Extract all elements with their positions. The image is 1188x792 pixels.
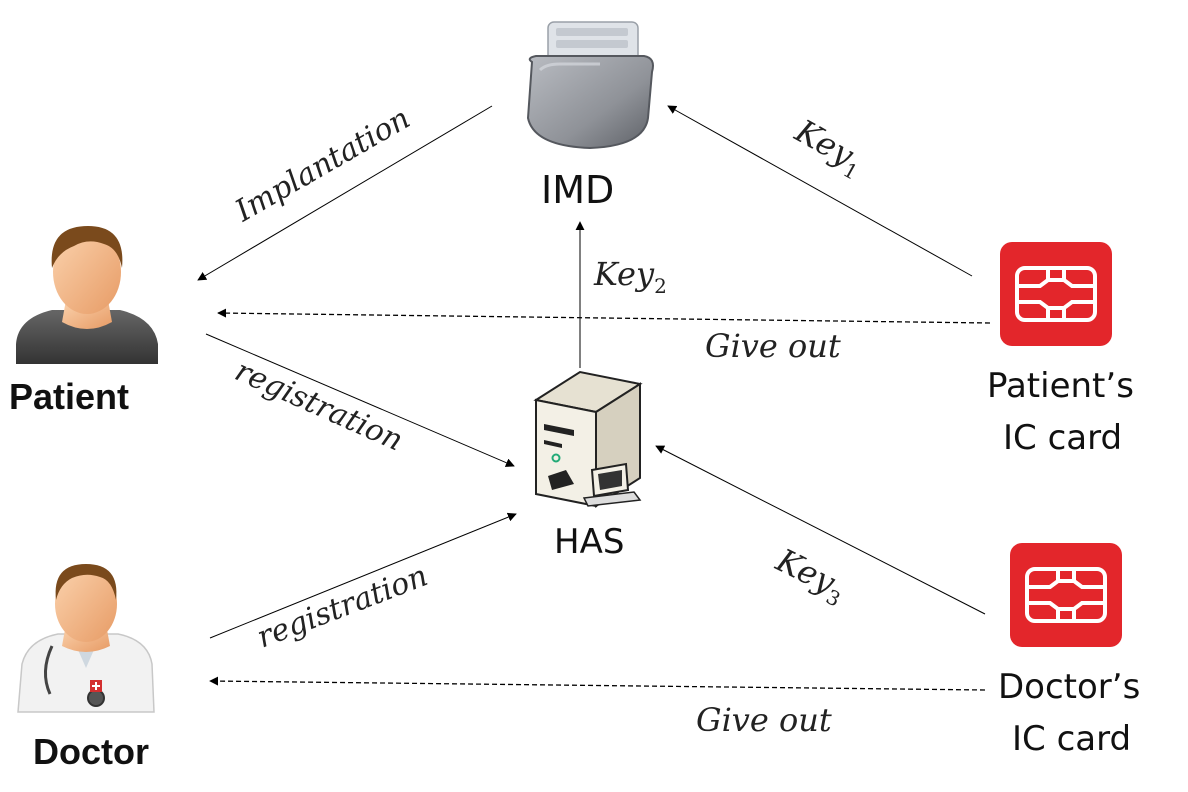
label-key1: Key1 [786,111,871,184]
patient-ic-card-icon [1000,242,1112,346]
label-key3: Key3 [767,541,852,612]
patient-card-node: Patient’s IC card [987,242,1134,458]
edge-key3 [655,445,986,615]
label-give-out-patient: Give out [705,327,841,365]
patient-card-label-line2: IC card [1003,418,1122,458]
doctor-card-label-line2: IC card [1012,719,1131,759]
edge-registration-patient [205,333,515,467]
edge-give-out-patient [217,308,991,324]
edge-implantation [197,105,493,281]
imd-label: IMD [541,168,614,212]
label-give-out-doctor: Give out [696,701,832,739]
server-icon [533,370,643,508]
patient-label: Patient [9,376,129,417]
label-implantation: Implantation [229,101,416,229]
doctor-label: Doctor [33,731,149,772]
label-registration-doctor: registration [252,558,432,655]
edge-key1 [667,105,973,277]
has-node: HAS [533,370,643,562]
doctor-node: Doctor [17,564,155,772]
doctor-card-label-line1: Doctor’s [998,667,1140,707]
label-registration-patient: registration [230,353,408,458]
patient-card-label-line1: Patient’s [987,366,1134,406]
doctor-avatar-icon [17,564,155,713]
has-label: HAS [554,522,624,562]
imd-node: IMD [526,21,654,212]
edge-registration-doctor [209,512,517,639]
patient-avatar-icon [16,226,158,364]
edge-give-out-doctor [209,676,986,691]
label-key2: Key2 [593,255,667,298]
edges [197,105,991,691]
imd-device-icon [526,21,654,150]
patient-node: Patient [9,226,158,417]
doctor-ic-card-icon [1010,543,1122,647]
doctor-card-node: Doctor’s IC card [998,543,1140,759]
